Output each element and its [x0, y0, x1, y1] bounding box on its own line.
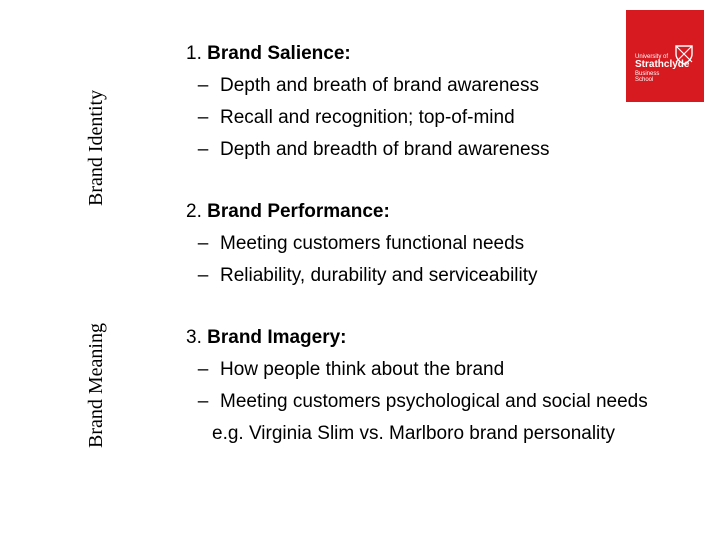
brand-identity-label: Brand Identity	[85, 89, 107, 206]
section-number: 2.	[186, 201, 202, 222]
strathclyde-logo: University of Strathclyde Business Schoo…	[626, 10, 704, 102]
brand-meaning-label: Brand Meaning	[85, 323, 107, 448]
bullet-text: Recall and recognition; top-of-mind	[220, 107, 515, 128]
logo-text: University of Strathclyde Business Schoo…	[635, 54, 689, 83]
dash: –	[197, 265, 209, 286]
logo-line-1: University of	[635, 54, 669, 60]
bullet-item: –How people think about the brand	[186, 354, 716, 386]
bullet-text: Meeting customers psychological and soci…	[220, 391, 648, 412]
section-title: Brand Performance:	[207, 201, 390, 222]
section-heading: 2. Brand Performance:	[186, 196, 716, 228]
bullet-text: How people think about the brand	[220, 359, 505, 380]
logo-line-3: Business	[635, 70, 660, 77]
logo-line-4: School	[635, 77, 654, 84]
section-brand-salience: 1. Brand Salience: –Depth and breath of …	[186, 38, 716, 166]
bullet-text: Depth and breath of brand awareness	[220, 75, 539, 96]
bullet-item: –Depth and breadth of brand awareness	[186, 134, 716, 166]
section-brand-performance: 2. Brand Performance: –Meeting customers…	[186, 196, 716, 292]
bullet-text: Reliability, durability and serviceabili…	[220, 265, 538, 286]
section-title: Brand Imagery:	[207, 327, 347, 348]
example-note: e.g. Virginia Slim vs. Marlboro brand pe…	[212, 423, 616, 444]
section-number: 3.	[186, 327, 202, 348]
section-title: Brand Salience:	[207, 43, 351, 64]
bullet-item: –Meeting customers functional needs	[186, 228, 716, 260]
logo-line-2: Strathclyde	[635, 59, 690, 71]
dash: –	[197, 139, 209, 160]
bullet-item: –Meeting customers psychological and soc…	[186, 386, 716, 418]
bullet-text: Meeting customers functional needs	[220, 233, 525, 254]
dash: –	[197, 391, 209, 412]
bullet-text: Depth and breadth of brand awareness	[220, 139, 550, 160]
section-heading: 1. Brand Salience:	[186, 38, 716, 70]
dash: –	[197, 233, 209, 254]
section-brand-imagery: 3. Brand Imagery: –How people think abou…	[186, 322, 716, 450]
dash: –	[197, 75, 209, 96]
bullet-item: –Recall and recognition; top-of-mind	[186, 102, 716, 134]
dash: –	[197, 107, 209, 128]
bullet-item: –Reliability, durability and serviceabil…	[186, 260, 716, 292]
section-number: 1.	[186, 43, 202, 64]
bullet-item: –Depth and breath of brand awareness	[186, 70, 716, 102]
dash: –	[197, 359, 209, 380]
content: 1. Brand Salience: –Depth and breath of …	[186, 38, 716, 450]
crest-icon	[675, 45, 693, 65]
section-heading: 3. Brand Imagery:	[186, 322, 716, 354]
